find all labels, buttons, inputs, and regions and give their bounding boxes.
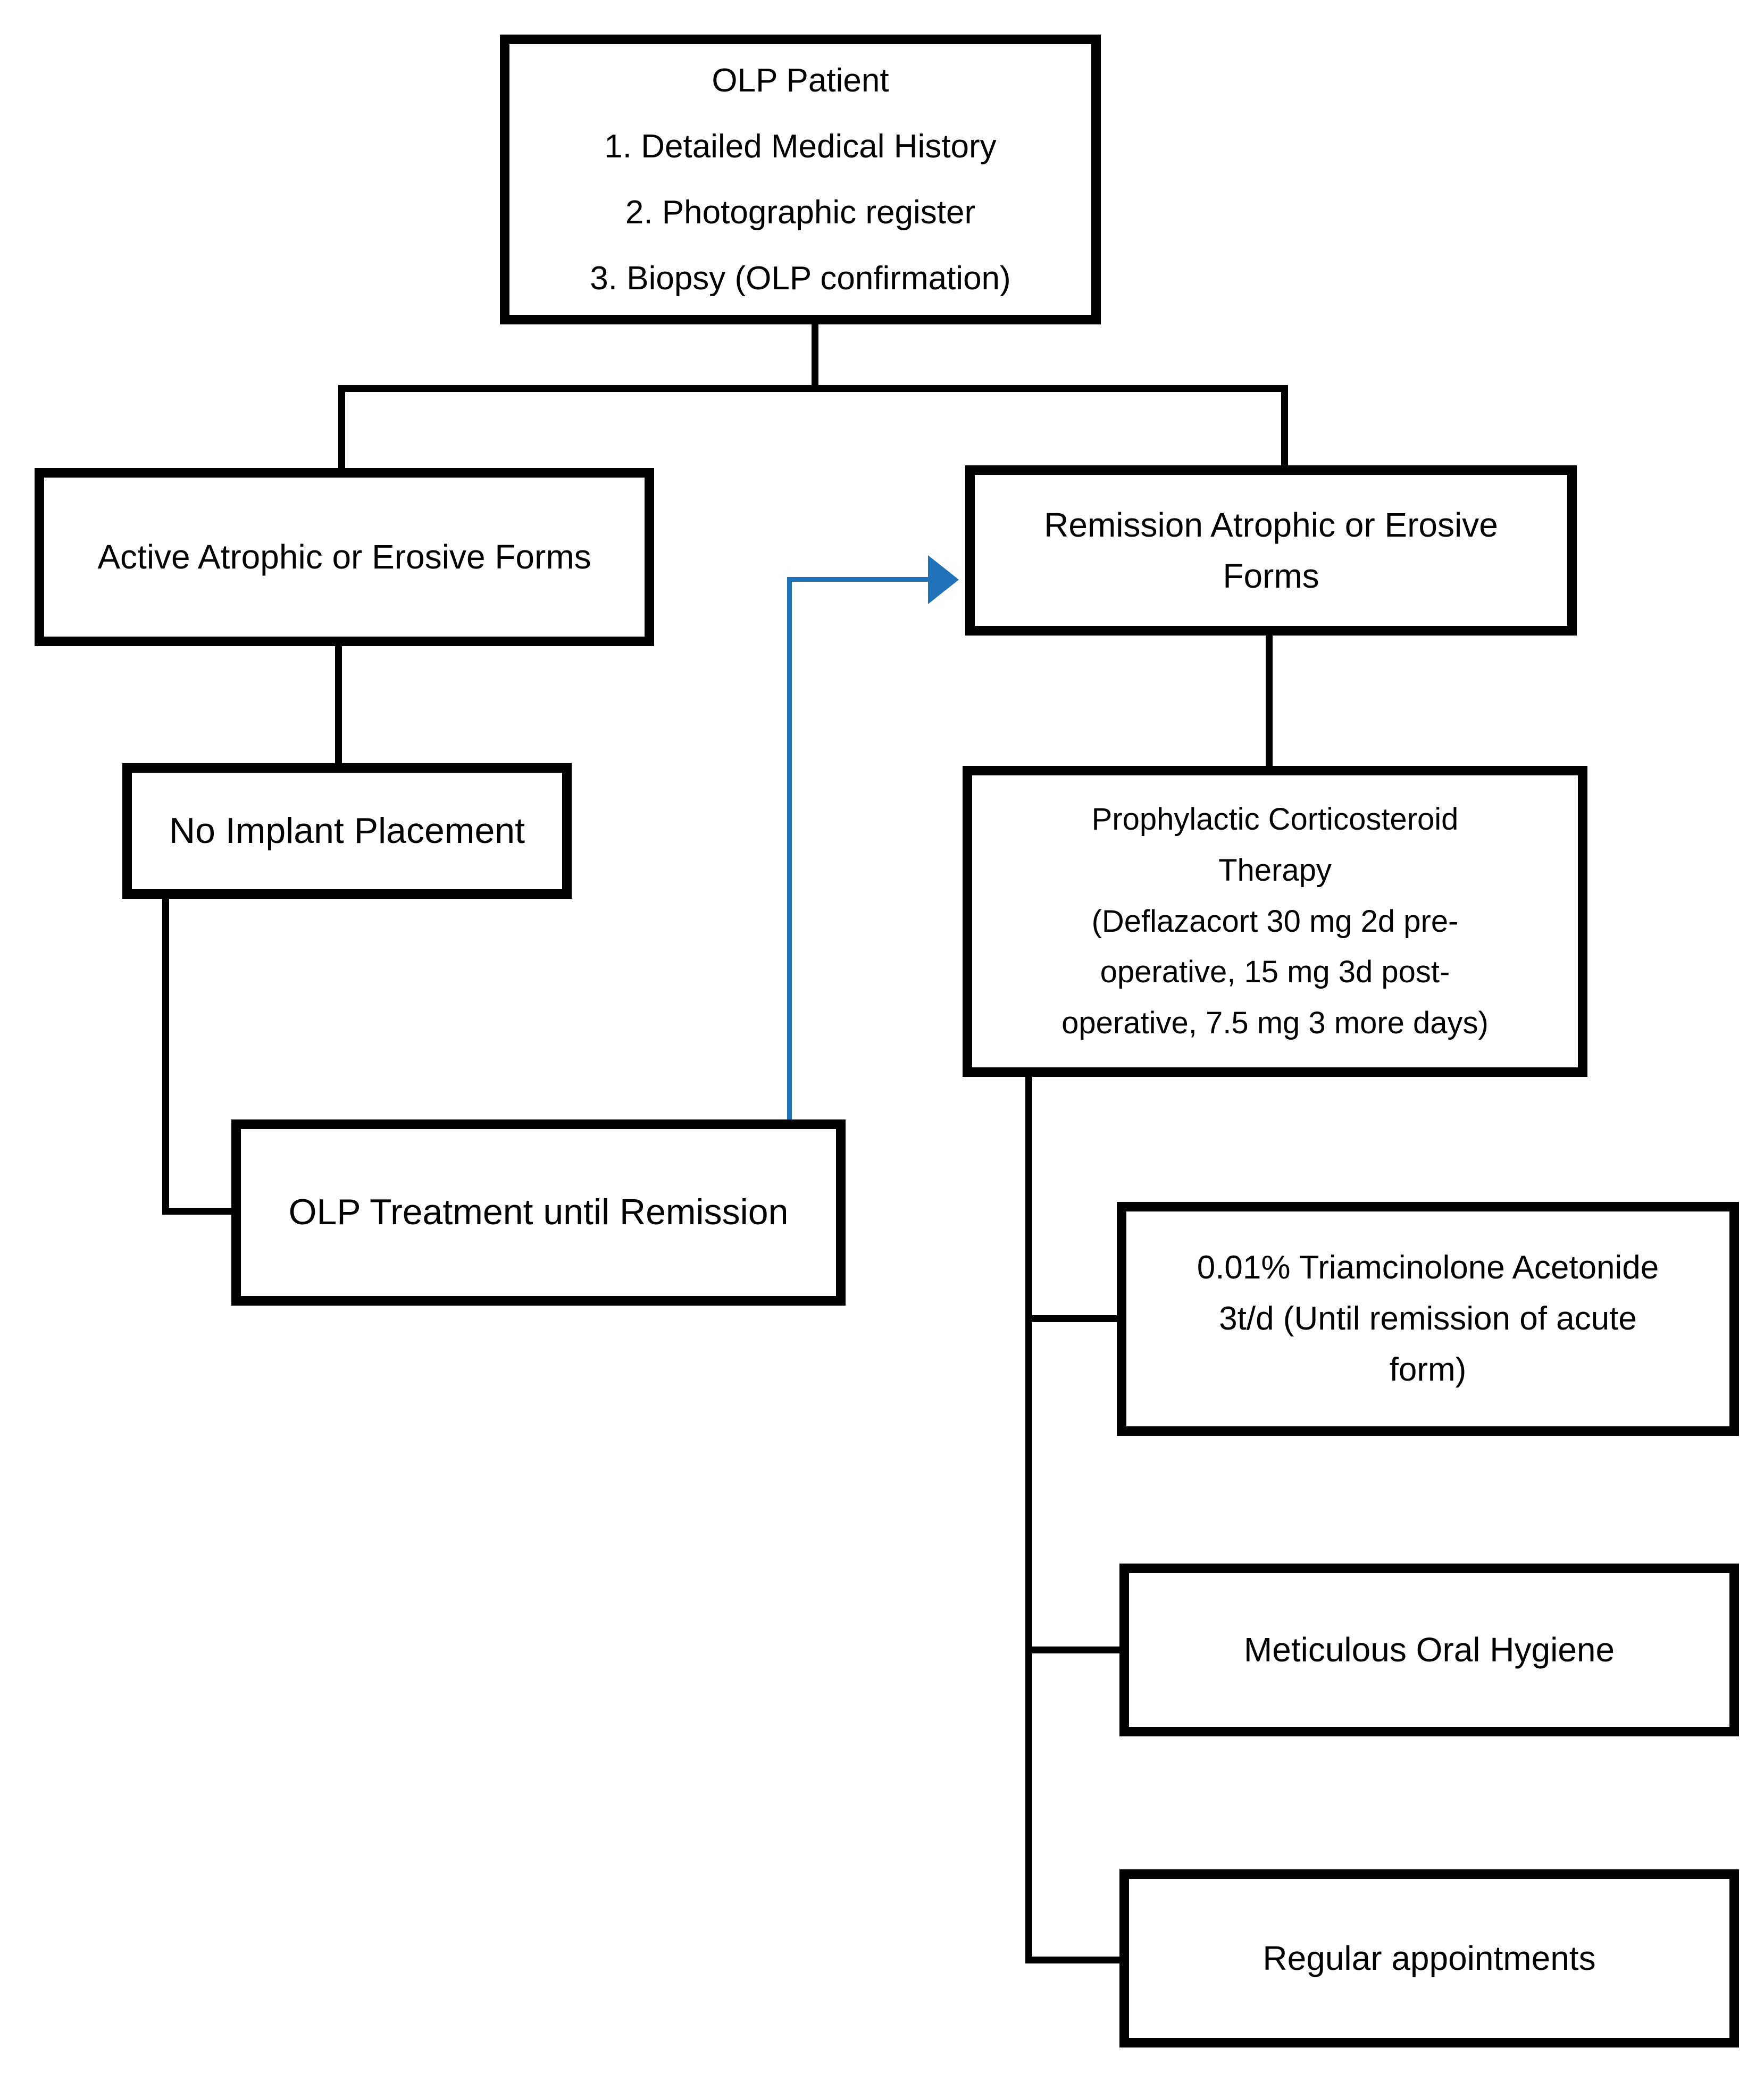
connector-branch-left-drop bbox=[338, 385, 345, 470]
connector-stub-triamcinolone bbox=[1025, 1315, 1121, 1322]
node-olp-patient: OLP Patient 1. Detailed Medical History … bbox=[500, 35, 1101, 324]
node-triamcinolone: 0.01% Triamcinolone Acetonide 3t/d (Unti… bbox=[1117, 1202, 1739, 1436]
node-active-forms: Active Atrophic or Erosive Forms bbox=[35, 468, 654, 646]
connector-stub-appointments bbox=[1025, 1957, 1124, 1963]
connector-remission-prophylactic bbox=[1266, 634, 1273, 768]
connector-noimplant-elbow-horizontal bbox=[162, 1208, 236, 1215]
node-olp-treatment: OLP Treatment until Remission bbox=[231, 1119, 846, 1306]
node-regular-appointments: Regular appointments bbox=[1119, 1869, 1739, 2047]
blue-arrow-vertical bbox=[787, 577, 792, 1138]
connector-noimplant-elbow-vertical bbox=[162, 898, 169, 1215]
node-no-implant: No Implant Placement bbox=[122, 763, 572, 899]
node-oral-hygiene: Meticulous Oral Hygiene bbox=[1119, 1564, 1739, 1736]
connector-stub-hygiene bbox=[1025, 1647, 1124, 1653]
blue-arrowhead-icon bbox=[928, 555, 959, 604]
blue-arrow-horizontal bbox=[787, 577, 929, 582]
connector-branch-right-drop bbox=[1281, 385, 1288, 467]
connector-active-noimplant bbox=[335, 645, 342, 765]
connector-patient-stem bbox=[812, 323, 818, 392]
connector-branch-horizontal bbox=[338, 385, 1288, 392]
node-prophylactic-therapy: Prophylactic Corticosteroid Therapy (Def… bbox=[963, 766, 1587, 1077]
connector-right-trunk bbox=[1025, 1074, 1032, 1963]
node-remission-forms: Remission Atrophic or Erosive Forms bbox=[965, 465, 1577, 636]
